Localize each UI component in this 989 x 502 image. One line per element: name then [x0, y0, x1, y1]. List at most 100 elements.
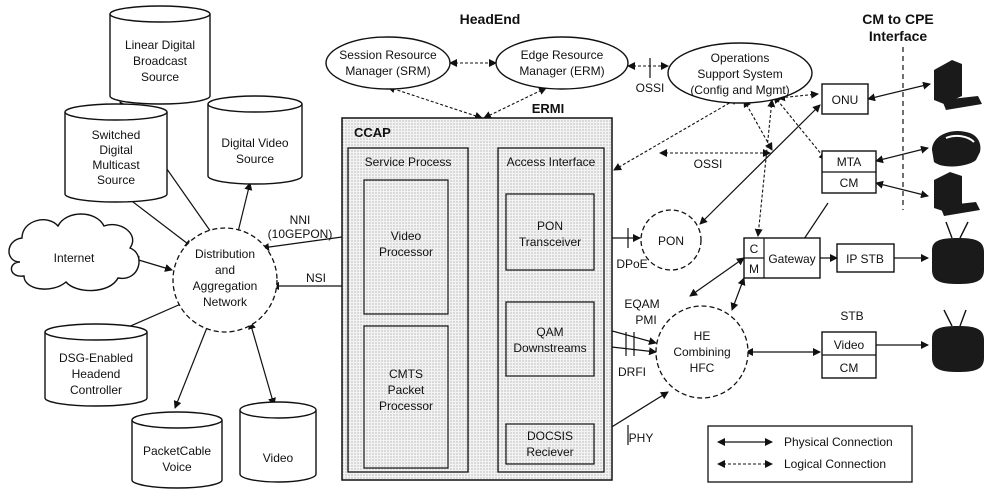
svg-text:PON: PON [537, 219, 563, 233]
svg-text:Digital Video: Digital Video [221, 136, 288, 150]
svg-text:CM: CM [840, 361, 859, 375]
svg-text:ONU: ONU [832, 93, 859, 107]
video-source: Video [239, 401, 317, 483]
svg-text:Access Interface: Access Interface [507, 155, 596, 169]
svg-text:QAM: QAM [536, 325, 563, 339]
ermi-label: ERMI [532, 101, 565, 116]
svg-text:Combining: Combining [673, 345, 730, 359]
svg-text:CM to CPE: CM to CPE [862, 11, 934, 27]
svg-text:CMTS: CMTS [389, 367, 423, 381]
svg-text:Packet: Packet [388, 383, 425, 397]
television-icon-2 [932, 309, 984, 372]
svg-text:(Config and Mgmt): (Config and Mgmt) [690, 83, 789, 97]
pmi-label: PMI [635, 313, 656, 327]
mta-cm-box: MTA CM [821, 150, 877, 194]
packetcable-voice: PacketCable Voice [131, 411, 223, 489]
svg-text:HFC: HFC [690, 361, 715, 375]
svg-text:Headend: Headend [72, 367, 121, 381]
eqam-label: EQAM [624, 297, 659, 311]
pon-transceiver: PON Transceiver [505, 193, 595, 271]
edge-resource-manager: Edge Resource Manager (ERM) [495, 36, 629, 90]
distribution-aggregation-network: Distribution and Aggregation Network [172, 227, 278, 333]
headend-title: HeadEnd [460, 11, 521, 27]
stb-label: STB [840, 309, 863, 323]
legend: Physical Connection Logical Connection [707, 425, 913, 483]
svg-text:Broadcast: Broadcast [133, 54, 188, 68]
svg-text:PON: PON [658, 234, 684, 248]
svg-text:Video: Video [263, 451, 294, 465]
svg-text:Downstreams: Downstreams [513, 341, 586, 355]
he-combining-hfc: HE Combining HFC [655, 305, 749, 399]
svg-text:Digital: Digital [99, 143, 132, 157]
svg-text:Edge Resource: Edge Resource [521, 48, 604, 62]
nni-10gepon-label: (10GEPON) [268, 227, 333, 241]
drfi-label: DRFI [618, 365, 646, 379]
phy-label: PHY [629, 431, 654, 445]
nsi-label: NSI [306, 271, 326, 285]
svg-text:Distribution: Distribution [195, 247, 255, 261]
internet-cloud: Internet [8, 213, 140, 292]
svg-text:Operations: Operations [711, 51, 770, 65]
dpoe-label: DPoE [616, 257, 647, 271]
video-processor: Video Processor [363, 179, 449, 315]
svg-text:Network: Network [203, 295, 248, 309]
svg-text:Reciever: Reciever [526, 445, 573, 459]
computer-icon [934, 60, 982, 110]
ossi-label-top: OSSI [636, 81, 665, 95]
svg-text:DSG-Enabled: DSG-Enabled [59, 351, 133, 365]
svg-text:Controller: Controller [70, 383, 122, 397]
svg-text:Voice: Voice [162, 460, 192, 474]
svg-text:HE: HE [694, 329, 711, 343]
svg-text:C: C [750, 242, 759, 256]
telephone-icon [932, 130, 981, 167]
svg-text:Internet: Internet [54, 251, 95, 265]
operations-support-system: Operations Support System (Config and Mg… [667, 42, 813, 104]
dsg-enabled-headend-controller: DSG-Enabled Headend Controller [44, 323, 148, 407]
svg-text:Video: Video [391, 229, 422, 243]
session-resource-manager: Session Resource Manager (SRM) [325, 36, 451, 90]
svg-text:IP STB: IP STB [846, 252, 884, 266]
svg-text:Source: Source [141, 70, 179, 84]
cpe-interface-label: CM to CPE Interface [862, 11, 934, 44]
svg-text:M: M [749, 262, 759, 276]
svg-text:Linear Digital: Linear Digital [125, 38, 195, 52]
svg-text:Manager (SRM): Manager (SRM) [345, 64, 430, 78]
svg-text:Switched: Switched [92, 128, 141, 142]
svg-text:Processor: Processor [379, 245, 433, 259]
nni-label: NNI [290, 213, 311, 227]
computer-icon-2 [934, 172, 980, 216]
television-icon [932, 221, 984, 284]
docsis-receiver: DOCSIS Reciever [505, 423, 595, 465]
stb-box: Video CM [821, 331, 877, 379]
digital-video-source: Digital Video Source [207, 95, 303, 185]
gateway-box: C M Gateway [743, 237, 821, 279]
svg-text:DOCSIS: DOCSIS [527, 429, 573, 443]
switched-digital-multicast-source: Switched Digital Multicast Source [64, 103, 168, 203]
cmts-packet-processor: CMTS Packet Processor [363, 325, 449, 469]
legend-logical-label: Logical Connection [784, 457, 886, 471]
svg-text:Manager (ERM): Manager (ERM) [519, 64, 604, 78]
svg-text:Source: Source [236, 152, 274, 166]
svg-text:Support System: Support System [697, 67, 782, 81]
svg-text:Session Resource: Session Resource [339, 48, 437, 62]
svg-text:Processor: Processor [379, 399, 433, 413]
svg-text:Transceiver: Transceiver [519, 235, 581, 249]
svg-text:and: and [215, 263, 235, 277]
svg-text:Source: Source [97, 173, 135, 187]
pon-network: PON [640, 209, 702, 271]
svg-text:MTA: MTA [837, 155, 861, 169]
svg-text:CCAP: CCAP [354, 125, 391, 140]
ossi-label-middle: OSSI [694, 157, 723, 171]
linear-digital-broadcast-source: Linear Digital Broadcast Source [109, 5, 211, 105]
svg-text:Multicast: Multicast [92, 158, 140, 172]
svg-text:Video: Video [834, 338, 865, 352]
svg-text:Service Process: Service Process [365, 155, 452, 169]
onu-box: ONU [821, 83, 869, 115]
legend-physical-label: Physical Connection [784, 435, 893, 449]
svg-text:CM: CM [840, 176, 859, 190]
svg-text:Gateway: Gateway [768, 252, 815, 266]
qam-downstreams: QAM Downstreams [505, 301, 595, 377]
ip-stb-box: IP STB [836, 243, 895, 273]
svg-text:Aggregation: Aggregation [193, 279, 258, 293]
